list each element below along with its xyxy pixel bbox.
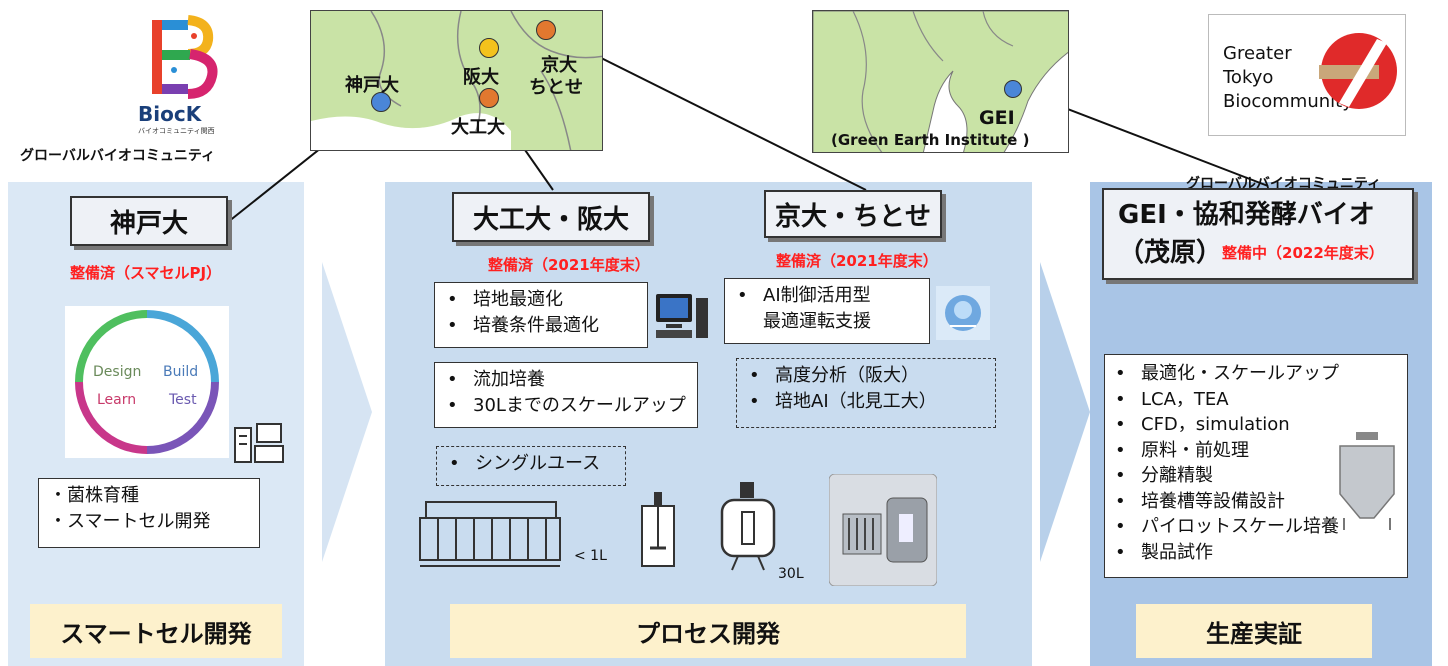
box-fed-batch: •流加培養 •30Lまでのスケールアップ	[434, 362, 698, 428]
lab-equipment-icon	[234, 423, 284, 463]
cycle-learn: Learn	[97, 392, 137, 408]
pilot-plant-icon	[829, 474, 937, 586]
ai-item-1: •AI制御活用型	[737, 285, 871, 306]
medium-item-1: •培地最適化	[447, 289, 563, 310]
status-kobe: 整備済（スマセルPJ）	[70, 264, 222, 282]
dot-kobe	[371, 92, 391, 112]
prod-item-6: •培養槽等設備設計	[1115, 490, 1285, 512]
biock-sub: バイオコミュニティ関西	[138, 127, 215, 135]
dot-kyodai	[536, 20, 556, 40]
gtb-logo: Greater Tokyo Biocommunity	[1208, 14, 1406, 136]
map-kanto-land	[813, 11, 1068, 152]
prod-item-5: •分離精製	[1115, 465, 1213, 486]
dbtl-cycle-icon	[75, 310, 219, 454]
prod-item-8: •製品試作	[1115, 541, 1213, 563]
kobe-item-1: ・菌株育種	[49, 485, 139, 506]
footer-smart-cell: スマートセル開発	[30, 604, 282, 658]
kobe-item-2: ・スマートセル開発	[49, 511, 211, 532]
fedbatch-item-1: •流加培養	[447, 369, 545, 390]
30l-bioreactor-icon	[720, 482, 776, 571]
gtb-line-2: Tokyo	[1223, 67, 1274, 88]
box-ai-control: •AI制御活用型 最適運転支援	[724, 278, 930, 344]
gtb-line-3: Biocommunity	[1223, 91, 1353, 112]
gei-title-line2-row: （茂原） 整備中（2022年度末）	[1118, 234, 1384, 272]
cycle-design: Design	[93, 364, 142, 380]
label-gei: GEI	[979, 107, 1015, 129]
org-daikodai-handai-title: 大工大・阪大	[452, 192, 650, 242]
cycle-build: Build	[163, 364, 199, 380]
volume-30l: 30L	[778, 566, 804, 582]
box-advanced-analysis: •高度分析（阪大） •培地AI（北見工大）	[736, 358, 996, 428]
org-kyodai-chitose-title: 京大・ちとせ	[764, 190, 942, 238]
label-daikodai: 大工大	[451, 117, 505, 138]
prod-item-4: •原料・前処理	[1115, 439, 1249, 461]
label-kobe: 神戸大	[345, 75, 399, 96]
label-kyodai: 京大	[541, 55, 577, 76]
box-medium-optimization: •培地最適化 •培養条件最適化	[434, 282, 648, 348]
status-gei: 整備中（2022年度末）	[1222, 244, 1384, 262]
prod-item-7: •パイロットスケール培養	[1115, 516, 1339, 537]
analysis-item-1: •高度分析（阪大）	[749, 365, 919, 386]
single-use-item: •シングルユース	[449, 453, 601, 474]
org-kobe-title: 神戸大	[70, 196, 228, 246]
fedbatch-item-2: •30Lまでのスケールアップ	[447, 395, 686, 416]
map-kanto: GEI (Green Earth Institute )	[812, 10, 1069, 153]
dot-handai	[479, 38, 499, 58]
ai-item-2: 最適運転支援	[763, 311, 871, 332]
gei-title-line1: GEI・協和発酵バイオ	[1118, 200, 1375, 230]
fermenter-tank-icon	[1339, 432, 1395, 530]
footer-process-dev: プロセス開発	[450, 604, 966, 658]
parallel-bioreactors-icon	[419, 501, 561, 567]
footer-production: 生産実証	[1136, 604, 1372, 658]
org-gei-kyowa-title: GEI・協和発酵バイオ （茂原） 整備中（2022年度末）	[1102, 188, 1414, 280]
gei-title-line2: （茂原）	[1118, 238, 1223, 268]
gtb-mark-icon	[1319, 33, 1397, 109]
biock-mark-icon	[152, 15, 218, 99]
dot-gei	[1004, 80, 1022, 98]
dot-daikodai	[479, 88, 499, 108]
label-chitose: ちとせ	[529, 77, 583, 98]
biock-logo: BiocK バイオコミュニティ関西	[134, 14, 230, 136]
volume-small: < 1L	[574, 548, 607, 564]
cycle-test: Test	[169, 392, 197, 408]
prod-item-3: •CFD，simulation	[1115, 414, 1290, 435]
status-kyodai-chitose: 整備済（2021年度末）	[776, 252, 938, 270]
label-gei-full: (Green Earth Institute )	[831, 131, 1030, 149]
box-single-use: •シングルユース	[436, 446, 626, 486]
arrow-chevron-1	[322, 262, 372, 562]
computer-icon	[656, 294, 708, 338]
dbtl-cycle-diagram: Design Build Learn Test	[65, 306, 229, 458]
analysis-item-2: •培地AI（北見工大）	[749, 391, 937, 412]
benchtop-bioreactor-icon	[641, 492, 675, 567]
medium-item-2: •培養条件最適化	[447, 315, 599, 336]
box-kobe-items: ・菌株育種 ・スマートセル開発	[38, 478, 260, 548]
arrow-chevron-2	[1040, 262, 1090, 562]
biock-name: BiocK	[138, 102, 202, 126]
label-handai: 阪大	[463, 67, 499, 88]
gtb-line-1: Greater	[1223, 43, 1292, 64]
ai-brain-icon	[936, 286, 990, 340]
map-kansai: 神戸大 阪大 京大 ちとせ 大工大	[310, 10, 603, 151]
prod-item-1: •最適化・スケールアップ	[1115, 363, 1339, 384]
status-daikodai-handai: 整備済（2021年度末）	[488, 256, 650, 274]
biock-caption: グローバルバイオコミュニティ	[20, 148, 216, 164]
prod-item-2: •LCA，TEA	[1115, 388, 1229, 410]
